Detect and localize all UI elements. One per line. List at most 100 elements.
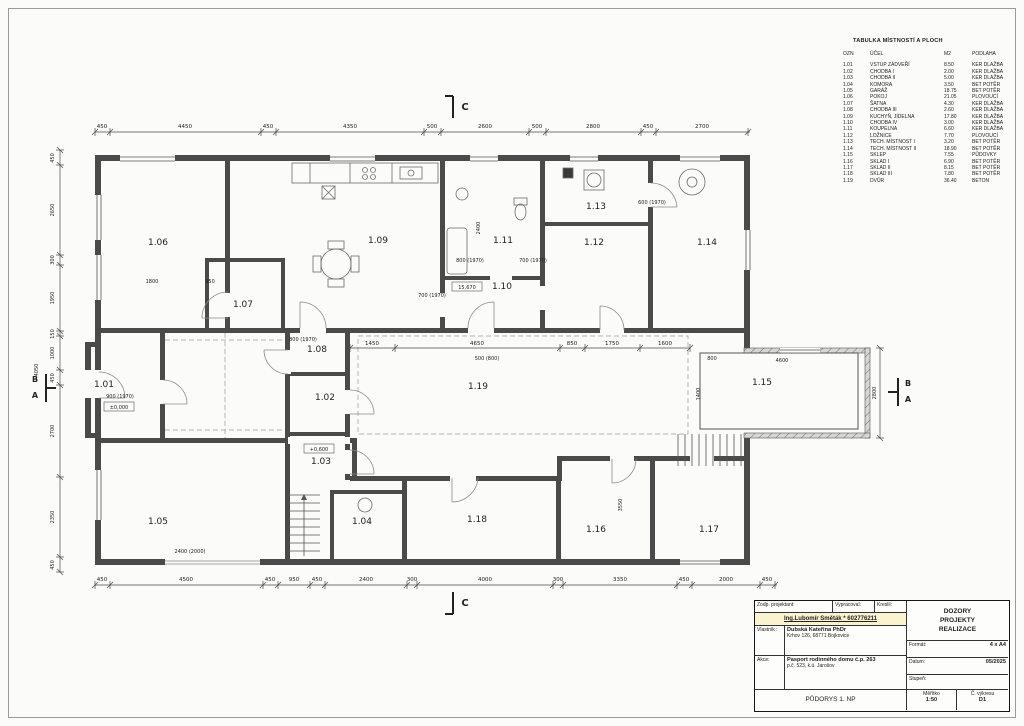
room-purpose: SKLAD I	[870, 158, 890, 165]
plan-label: ±0,000	[110, 405, 129, 411]
room-area: 5.00	[944, 75, 954, 82]
plan-label: 500	[532, 124, 543, 130]
wc-bowl	[514, 203, 527, 221]
plan-label: 1.05	[148, 517, 168, 527]
furniture	[291, 162, 706, 513]
plan-label: 1.14	[697, 238, 717, 248]
plan-label: 1.19	[468, 382, 488, 392]
opening	[345, 450, 351, 474]
room-area: 8.15	[944, 164, 954, 171]
room-purpose: ŠATNA	[870, 100, 887, 107]
akce-line1: Pasport rodinného domu č.p. 263	[787, 657, 876, 663]
washing-machine-drum	[586, 172, 602, 188]
wall-exterior-right-lower	[744, 433, 750, 565]
room-area: 18.75	[944, 88, 957, 95]
room-table-row: 1.19 DVŮR 36.40 BETON	[843, 178, 1013, 184]
tb-designer: Ing.Lubomír Směták * 602776211	[755, 613, 907, 626]
room-area: 3.00	[944, 120, 954, 127]
plan-label: 450	[50, 373, 56, 383]
plan-label: 1.16	[586, 525, 606, 535]
owner-name: Dubská Kateřina PhDr	[787, 627, 847, 633]
room-floor: KER DLAŽBA	[972, 68, 1004, 75]
plan-label: 2000	[719, 577, 733, 583]
plan-label: 450	[679, 577, 690, 583]
chair	[327, 240, 345, 250]
meritko-label: Měřítko	[923, 691, 940, 697]
datum-label: Datum:	[909, 659, 926, 665]
level-box	[303, 443, 335, 454]
plan-dimensions	[56, 128, 884, 589]
wall-corridor-left	[285, 333, 290, 563]
tb-format: Formát: 4 x A4	[907, 641, 1008, 658]
plan-label: 2650	[50, 204, 56, 217]
plan-label: 450	[97, 124, 108, 130]
walls-hatched	[743, 347, 871, 439]
room-area: 36.40	[944, 177, 957, 184]
opening	[345, 390, 351, 414]
room-purpose: GARÁŽ	[870, 88, 888, 95]
plan-label: 1.13	[586, 202, 606, 212]
format-label: Formát:	[909, 642, 927, 648]
room-table-row: 1.06 POKOJ 21.05 PLOVOUCÍ	[843, 94, 1013, 100]
opening	[440, 293, 446, 317]
plan-label: 500 (800)	[475, 356, 500, 362]
room-table-row: 1.14 TECH. MÍSTNOST II 18.90 BET POTĚR	[843, 146, 1013, 152]
plan-label: 1400	[696, 388, 702, 401]
plan-label: 900 (1970)	[106, 394, 134, 400]
plan-label: 1.12	[584, 238, 604, 248]
room-number: 1.09	[843, 113, 853, 120]
room-floor: BET POTĚR	[972, 139, 1001, 146]
plan-label: 800 (1970)	[289, 337, 317, 343]
plan-label: 4350	[343, 124, 357, 130]
plan-label: 800	[707, 356, 717, 362]
wall-113-112	[545, 222, 648, 226]
opening	[600, 327, 624, 334]
opening	[160, 380, 166, 404]
stove-burner	[362, 174, 368, 180]
opening	[540, 286, 546, 310]
plan-label: 2400	[359, 577, 373, 583]
opening	[690, 456, 714, 462]
wall-104-118	[402, 478, 407, 563]
opening	[84, 370, 102, 398]
room-purpose: CHODBA IV	[870, 120, 898, 127]
room-floor: KER DLAŽBA	[972, 100, 1004, 107]
room-table-row: 1.09 KUCHYŇ, JÍDELNA 17.80 KER DLAŽBA	[843, 114, 1013, 120]
plan-label: 600 (1970)	[638, 200, 666, 206]
room-floor: PLOVOUCÍ	[972, 94, 998, 101]
wall-ext-bottom	[743, 432, 871, 439]
plan-label: 950	[289, 577, 300, 583]
plan-label: 1.07	[233, 300, 253, 310]
room-area: 2.00	[944, 68, 954, 75]
chair	[312, 255, 322, 273]
plan-label: A	[32, 391, 39, 400]
tb-dozory: DOZORY PROJEKTY REALIZACE	[907, 601, 1008, 641]
room-purpose: KOUPELNA	[870, 126, 898, 133]
plan-label: 300	[407, 577, 418, 583]
room-area: 7.80	[944, 171, 954, 178]
room-purpose: SKLAD II	[870, 164, 891, 171]
plan-label: B	[32, 375, 38, 384]
water-heater	[357, 497, 373, 513]
sink-drain	[407, 169, 415, 177]
section-markers	[45, 95, 899, 615]
dozory-line: DOZORY	[943, 608, 972, 615]
col-header-ucel: ÚČEL	[870, 51, 884, 57]
wall-109-111	[440, 155, 445, 333]
plan-label: 1.02	[315, 393, 335, 403]
door-arc	[349, 389, 375, 415]
room-number: 1.01	[843, 62, 853, 69]
vykres-number: D1	[978, 697, 987, 703]
plan-label: 4450	[178, 124, 192, 130]
room-table-body: 1.01 VSTUP ZÁDVEŘÍ 8.50 KER DLAŽBA 1.02 …	[843, 62, 1013, 184]
room-table-row: 1.16 SKLAD I 6.90 BET POTĚR	[843, 159, 1013, 165]
room-number: 1.16	[843, 158, 853, 165]
opening	[288, 437, 350, 444]
room-number: 1.11	[843, 126, 853, 133]
plan-label: 2350	[50, 511, 56, 524]
opening	[285, 350, 291, 374]
room-floor: BET POTĚR	[972, 171, 1001, 178]
chair	[327, 278, 345, 288]
chair	[350, 255, 360, 273]
opening	[610, 456, 634, 462]
